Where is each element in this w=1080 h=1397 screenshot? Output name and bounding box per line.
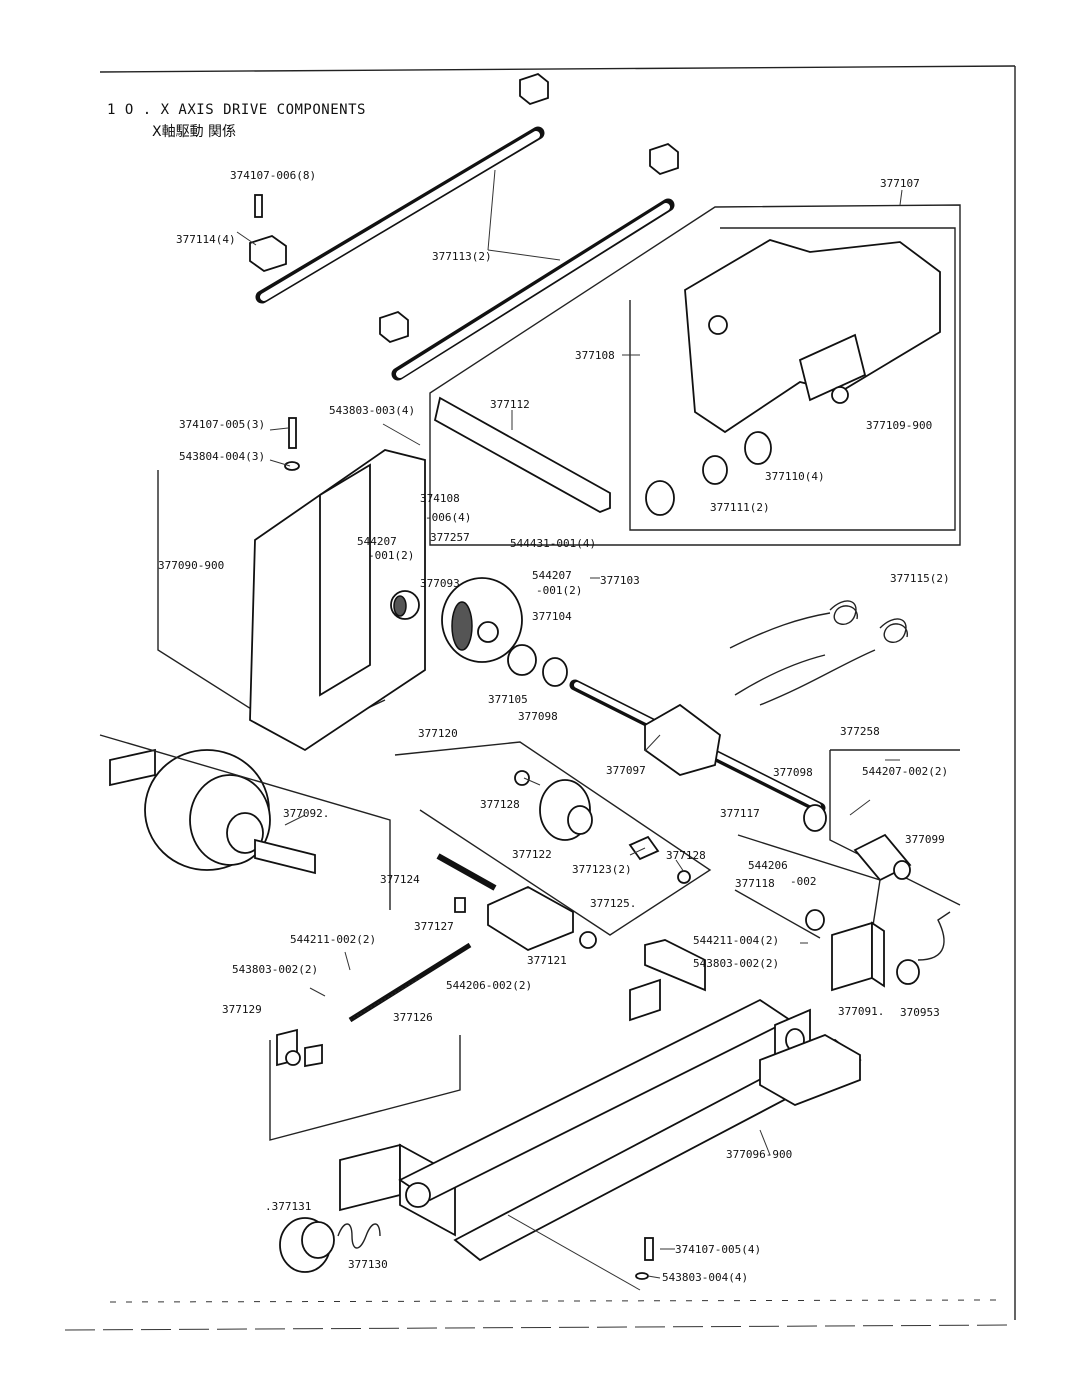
label-377122: 377122 <box>512 848 552 861</box>
frame-377096-900 <box>339 939 862 1262</box>
label-544207-c: 544207 <box>532 569 572 582</box>
label-544431-001: 544431-001(4) <box>510 537 596 550</box>
label-377128-b: 377128 <box>666 849 706 862</box>
bolts-washers <box>284 417 654 1280</box>
collars-377105-377098 <box>507 644 568 687</box>
label-377099: 377099 <box>905 833 945 846</box>
label-543803-002-a: 543803-002(2) <box>232 963 318 976</box>
label-377097: 377097 <box>606 764 646 777</box>
label-377109-900: 377109-900 <box>866 419 932 432</box>
label-377091: 377091. <box>838 1005 884 1018</box>
assembly-box-377117 <box>734 834 881 946</box>
bushings-377110-377111 <box>645 431 772 516</box>
label-377257: 377257 <box>430 531 470 544</box>
spring-377130 <box>337 1223 381 1249</box>
gear-377104 <box>441 577 523 663</box>
diagram-subtitle: X軸駆動 関係 <box>152 124 236 140</box>
label-377258: 377258 <box>840 725 880 738</box>
label-377093: 377093 <box>420 577 460 590</box>
label-374107-005-3: 374107-005(3) <box>179 418 265 431</box>
label-543803-003: 543803-003(4) <box>329 404 415 417</box>
label-544207-a: 544207 <box>357 535 397 548</box>
label-377121: 377121 <box>527 954 567 967</box>
label-377114: 377114(4) <box>176 233 236 246</box>
assembly-box-377107 <box>429 204 961 546</box>
label-377124: 377124 <box>380 873 420 886</box>
label-370953: 370953 <box>900 1006 940 1019</box>
leader-lines <box>236 169 903 1291</box>
label-374107-005-4: 374107-005(4) <box>675 1243 761 1256</box>
label-543804-004: 543804-004(3) <box>179 450 265 463</box>
bracket-377129 <box>269 1028 461 1141</box>
label-377112: 377112 <box>490 398 530 411</box>
label-377104: 377104 <box>532 610 572 623</box>
label-544207-d: -001(2) <box>536 584 582 597</box>
part-labels: 374107-006(8) 377114(4) 377113(2) 377107… <box>158 169 950 1284</box>
label-377107: 377107 <box>880 177 920 190</box>
bracket-377090-900 <box>157 449 426 752</box>
label-377128-a: 377128 <box>480 798 520 811</box>
label-377131: .377131 <box>265 1200 311 1213</box>
label-374107-006: 374107-006(8) <box>230 169 316 182</box>
sensor-block-377091 <box>831 911 951 992</box>
label-377117: 377117 <box>720 807 760 820</box>
gear-377093 <box>390 590 420 620</box>
rod-377113 <box>255 126 675 381</box>
label-002: -002 <box>790 875 817 888</box>
label-544207-002: 544207-002(2) <box>862 765 948 778</box>
label-377126: 377126 <box>393 1011 433 1024</box>
label-377092: 377092. <box>283 807 329 820</box>
slider-377121 <box>348 853 597 1023</box>
label-377098-b: 377098 <box>773 766 813 779</box>
label-374108: 374108 <box>420 492 460 505</box>
label-377115: 377115(2) <box>890 572 950 585</box>
springs-377115 <box>729 600 908 706</box>
motor-377092 <box>99 734 391 910</box>
diagram-title: 1 O . X AXIS DRIVE COMPONENTS <box>107 102 366 118</box>
label-377125: 377125. <box>590 897 636 910</box>
label-377123: 377123(2) <box>572 863 632 876</box>
label-377129: 377129 <box>222 1003 262 1016</box>
label-374108-006: -006(4) <box>425 511 471 524</box>
label-544206-002: 544206-002(2) <box>446 979 532 992</box>
label-543803-002-b: 543803-002(2) <box>693 957 779 970</box>
label-377103: 377103 <box>600 574 640 587</box>
plate-377112 <box>433 396 611 513</box>
assembly-box-377258 <box>829 749 961 906</box>
label-377127: 377127 <box>414 920 454 933</box>
label-377098-a: 377098 <box>518 710 558 723</box>
label-544211-002: 544211-002(2) <box>290 933 376 946</box>
assembly-box-377120 <box>394 741 712 936</box>
label-377130: 377130 <box>348 1258 388 1271</box>
label-377120: 377120 <box>418 727 458 740</box>
label-377110: 377110(4) <box>765 470 825 483</box>
label-377108: 377108 <box>575 349 615 362</box>
knob-377131 <box>279 1217 335 1273</box>
shaft-377097 <box>569 679 827 832</box>
label-377113: 377113(2) <box>432 250 492 263</box>
label-544211-004: 544211-004(2) <box>693 934 779 947</box>
label-544207-b: -001(2) <box>368 549 414 562</box>
label-377105: 377105 <box>488 693 528 706</box>
label-377096-900: 377096-900 <box>726 1148 792 1161</box>
label-377090-900: 377090-900 <box>158 559 224 572</box>
label-543803-004: 543803-004(4) <box>662 1271 748 1284</box>
label-377118: 377118 <box>735 877 775 890</box>
page-frame <box>64 65 1016 1331</box>
rod-clamp-377114 <box>249 72 679 344</box>
label-544206-a: 544206 <box>748 859 788 872</box>
label-377111: 377111(2) <box>710 501 770 514</box>
